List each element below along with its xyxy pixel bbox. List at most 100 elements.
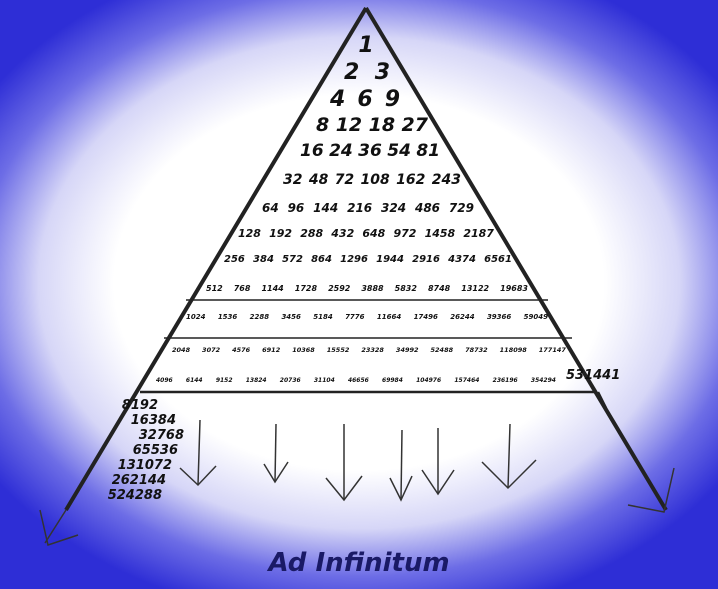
pyramid-number: 1944 <box>376 254 404 265</box>
left-arrow-line <box>44 509 67 544</box>
pyramid-row: 2 3 <box>344 60 390 85</box>
column-number: 524288 <box>107 488 162 503</box>
down-arrow-icon <box>197 419 201 486</box>
pyramid-number: 128 <box>238 227 261 240</box>
pyramid-number: 256 <box>224 254 245 265</box>
pyramid-number: 572 <box>282 254 303 265</box>
left-arrow-head-icon <box>39 509 79 546</box>
column-number: 32768 <box>138 428 184 443</box>
pyramid-row: 4 6 9 <box>330 87 400 112</box>
down-arrow-icon <box>507 423 511 489</box>
pyramid-number: 16 <box>300 141 324 161</box>
pyramid-number: 18 <box>368 114 396 136</box>
pyramid-number: 15552 <box>326 346 350 354</box>
left-number-column: 8192 16384 32768 65536 131072 262144 524… <box>86 398 186 503</box>
pyramid-number: 324 <box>381 201 407 215</box>
pyramid-number: 1024 <box>186 313 206 321</box>
pyramid-number: 486 <box>414 201 441 215</box>
pyramid-number: 13122 <box>461 284 490 293</box>
right-edge-number: 531441 <box>566 368 621 383</box>
pyramid-number: 11664 <box>376 313 402 321</box>
pyramid-number: 20736 <box>279 377 301 384</box>
pyramid-number: 192 <box>269 227 293 240</box>
pyramid-number: 384 <box>253 254 274 265</box>
pyramid-number: 54 <box>387 141 411 161</box>
pyramid-number: 3888 <box>361 284 384 293</box>
pyramid-number: 13824 <box>245 377 267 384</box>
pyramid-number: 4374 <box>448 254 476 265</box>
pyramid-number: 3 <box>374 60 390 85</box>
pyramid-number: 46656 <box>347 377 369 384</box>
pyramid-number: 1458 <box>424 227 456 240</box>
pyramid-number: 1 <box>358 33 374 58</box>
column-number: 8192 <box>121 398 158 413</box>
pyramid-number: 6561 <box>484 254 512 265</box>
pyramid-number: 2592 <box>328 284 351 293</box>
pyramid-number: 104976 <box>416 377 442 384</box>
pyramid-row: 128 192 288 432 648 972 1458 2187 <box>238 227 494 240</box>
down-arrow-icon <box>389 475 413 502</box>
pyramid-number: 3072 <box>202 346 221 354</box>
pyramid-number: 648 <box>362 227 386 240</box>
pyramid-row: 32 48 72 108 162 243 <box>283 172 461 188</box>
pyramid-number: 4096 <box>156 377 173 384</box>
pyramid-number: 9 <box>384 87 400 112</box>
pyramid-number: 177147 <box>538 346 566 354</box>
pyramid-row: 4096 6144 9152 13824 20736 31104 46656 6… <box>156 377 556 384</box>
pyramid-number: 2187 <box>463 227 494 240</box>
column-number: 131072 <box>117 458 172 473</box>
pyramid-number: 3456 <box>281 313 301 321</box>
pyramid-number: 1728 <box>294 284 318 293</box>
pyramid-number: 354294 <box>530 377 556 384</box>
pyramid-number: 34992 <box>395 346 419 354</box>
pyramid-number: 6 <box>357 87 373 112</box>
pyramid-number: 216 <box>347 201 373 215</box>
pyramid-number: 144 <box>313 201 339 215</box>
pyramid-number: 27 <box>401 114 428 136</box>
down-arrow-icon <box>400 429 403 501</box>
pyramid-left-edge <box>64 6 368 512</box>
pyramid-number: 59049 <box>523 313 548 321</box>
pyramid-number: 19683 <box>500 284 528 293</box>
pyramid-row: 16 24 36 54 81 <box>300 141 440 161</box>
pyramid-number: 729 <box>448 201 474 215</box>
caption-title: Ad Infinitum <box>268 548 450 578</box>
pyramid-row: 1 <box>355 33 377 58</box>
pyramid-number: 243 <box>431 172 461 188</box>
pyramid-right-edge <box>364 6 668 512</box>
pyramid-number: 24 <box>329 141 353 161</box>
pyramid-number: 26244 <box>450 313 475 321</box>
pyramid-number: 64 <box>262 201 279 215</box>
down-arrow-icon <box>179 465 217 487</box>
pyramid-number: 36 <box>358 141 382 161</box>
pyramid-number: 69984 <box>382 377 403 384</box>
pyramid-number: 81 <box>416 141 440 161</box>
pyramid-number: 7776 <box>345 313 365 321</box>
pyramid-row: 2048 3072 4576 6912 10368 15552 23328 34… <box>172 346 566 354</box>
down-arrow-icon <box>263 461 289 484</box>
column-number: 16384 <box>130 413 176 428</box>
pyramid-number: 157464 <box>454 377 480 384</box>
pyramid-row: 1024 1536 2288 3456 5184 7776 11664 1749… <box>186 313 548 321</box>
pyramid-number: 1536 <box>217 313 238 321</box>
pyramid-row: 8 12 18 27 <box>316 114 428 136</box>
pyramid-number: 23328 <box>361 346 384 354</box>
down-arrow-icon <box>596 391 608 409</box>
pyramid-number: 1144 <box>261 284 284 293</box>
pyramid-number: 8748 <box>427 284 451 293</box>
pyramid-number: 2916 <box>412 254 440 265</box>
pyramid-number: 8 <box>316 114 330 136</box>
column-number: 262144 <box>111 473 166 488</box>
pyramid-number: 512 <box>206 284 223 293</box>
pyramid-number: 12 <box>335 114 363 136</box>
pyramid-number: 96 <box>287 201 305 215</box>
pyramid-row: 256 384 572 864 1296 1944 2916 4374 6561 <box>224 254 512 265</box>
column-number: 65536 <box>132 443 178 458</box>
pyramid-number: 72 <box>334 172 355 188</box>
pyramid-number: 5184 <box>313 313 333 321</box>
right-arrow-head-icon <box>627 467 675 513</box>
pyramid-number: 31104 <box>313 377 335 384</box>
down-arrow-icon <box>325 475 363 502</box>
